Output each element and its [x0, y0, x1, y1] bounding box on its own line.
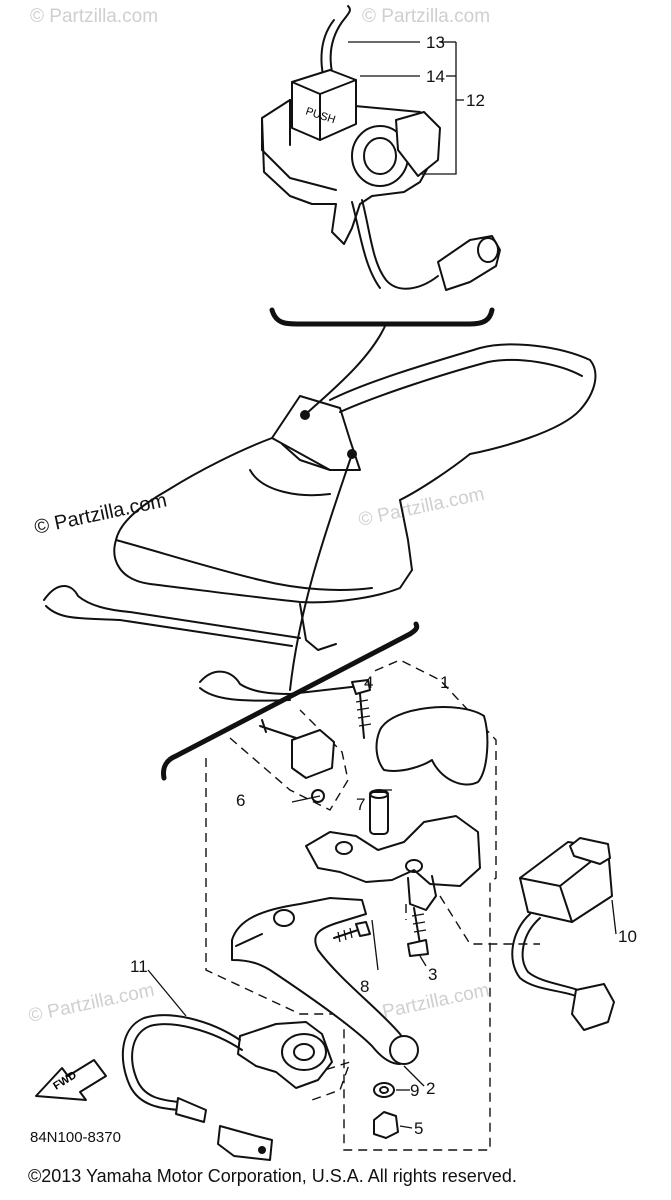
assembly-6-boundary: [229, 709, 349, 811]
watermark-top-left: © Partzilla.com: [30, 6, 158, 27]
callout-4: 4: [364, 673, 373, 692]
watermark-top-right: © Partzilla.com: [362, 6, 490, 27]
callout-1: 1: [440, 673, 449, 692]
callout-7: 7: [356, 795, 365, 814]
callout-12: 12: [466, 91, 485, 110]
watermark-main: © Partzilla.com: [32, 489, 168, 539]
callout-11: 11: [130, 957, 148, 976]
switch-housing-assembly: PUSH: [261, 5, 501, 291]
diagram-number: 84N100-8370: [30, 1129, 121, 1146]
switch-dash: [311, 1060, 352, 1101]
watermark-bottom-left: © Partzilla.com: [27, 980, 157, 1027]
callout-5: 5: [414, 1119, 423, 1138]
snowmobile-outline: [43, 343, 597, 702]
lower-group-bracket: [161, 621, 420, 781]
lower-cable-leader: [289, 453, 353, 691]
callout-8: 8: [360, 977, 369, 996]
callout-2: 2: [426, 1079, 435, 1098]
callout-14: 14: [426, 67, 445, 86]
callout-10: 10: [618, 927, 637, 946]
callout-3: 3: [428, 965, 437, 984]
top-cable-leader: [305, 323, 387, 415]
assembly-1-boundary: [205, 659, 497, 1151]
callout-13: 13: [426, 33, 445, 52]
watermark-middle-right: © Partzilla.com: [357, 484, 487, 531]
lower-assembly: [121, 679, 615, 1161]
connector-dash: [405, 895, 540, 945]
fwd-arrow-icon: FWD: [35, 1059, 107, 1101]
copyright-footer: ©2013 Yamaha Motor Corporation, U.S.A. A…: [28, 1166, 517, 1186]
leader-lines: [147, 41, 617, 1129]
callout-9: 9: [410, 1081, 419, 1100]
callout-6: 6: [236, 791, 245, 810]
top-group-bracket: [269, 307, 495, 327]
